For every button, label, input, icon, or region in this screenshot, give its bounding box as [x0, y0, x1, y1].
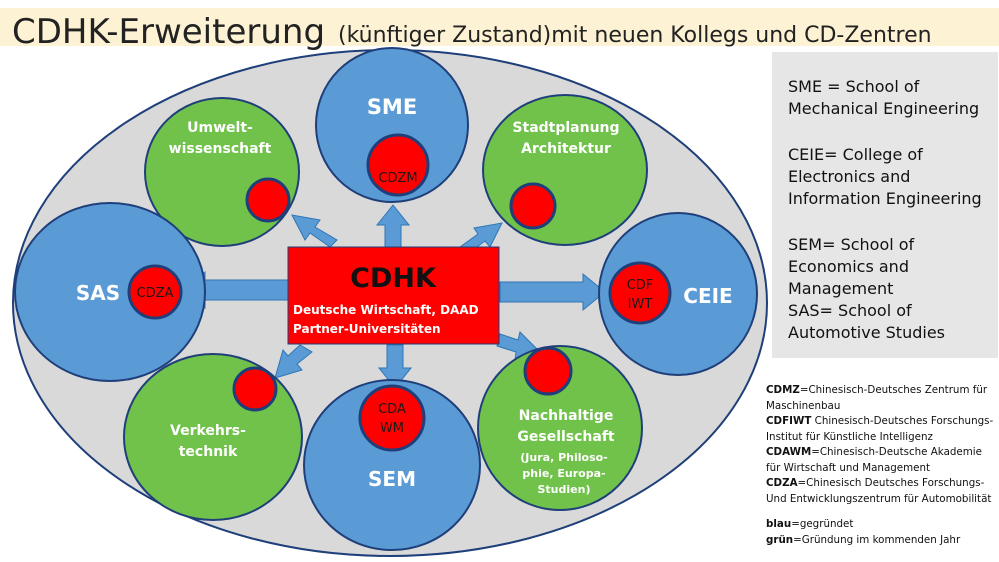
- node-sas: SAS CDZA: [14, 202, 206, 382]
- note-cdmz: CDMZ=Chinesisch-Deutsches Zentrum für Ma…: [766, 384, 988, 412]
- legend-box: SME = School of Mechanical Engineering C…: [772, 52, 998, 358]
- node-nachhaltig-s3: Studien): [538, 483, 591, 496]
- note-cdza: CDZA=Chinesisch Deutsches Forschungs-Und…: [766, 477, 992, 505]
- node-verkehr: Verkehrs- technik: [123, 353, 303, 521]
- node-nachhaltig: Nachhaltige Gesellschaft (Jura, Philoso-…: [477, 345, 643, 511]
- arrow-upleft-umwelt: [291, 214, 338, 248]
- center-cdhk-line1: Deutsche Wirtschaft, DAAD: [293, 303, 479, 317]
- center-nachhaltig-future: [523, 346, 573, 396]
- node-umwelt-l1: Umwelt-: [187, 120, 253, 136]
- legend-sem: SEM= School of Economics and Management: [788, 235, 915, 298]
- center-cdzm-label: CDZM: [378, 171, 417, 186]
- node-verkehr-l1: Verkehrs-: [170, 423, 246, 439]
- center-cdza-label: CDZA: [137, 286, 174, 301]
- node-sem: CDA WM SEM: [303, 379, 481, 551]
- node-ceie: CEIE CDF IWT: [598, 212, 758, 376]
- center-cdzm: [366, 133, 430, 197]
- legend-ceie: CEIE= College of Electronics and Informa…: [788, 145, 982, 208]
- arrow-downleft-verkehr: [274, 344, 313, 379]
- title-subtitle: (künftiger Zustand)mit neuen Kollegs und…: [338, 23, 932, 48]
- center-cdfiwt-l2: IWT: [628, 297, 653, 312]
- center-cdawm: [358, 384, 426, 452]
- node-sme: SME CDZM: [315, 47, 469, 203]
- legend-sas: SAS= School of Automotive Studies: [788, 301, 945, 342]
- title-bar: CDHK-Erweiterung (künftiger Zustand)mit …: [0, 8, 999, 51]
- node-nachhaltig-s2: phie, Europa-: [522, 467, 605, 480]
- center-stadt-future: [509, 182, 557, 230]
- center-cdhk: CDHK Deutsche Wirtschaft, DAAD Partner-U…: [287, 246, 500, 345]
- node-verkehr-l2: technik: [179, 444, 238, 460]
- node-sem-label: SEM: [368, 467, 416, 491]
- arrow-down-sem: [377, 344, 413, 389]
- node-umwelt: Umwelt- wissenschaft: [144, 97, 300, 247]
- node-umwelt-l2: wissenschaft: [169, 141, 272, 157]
- node-stadt-l1: Stadtplanung: [512, 120, 619, 136]
- note-gruen: grün=Gründung im kommenden Jahr: [766, 533, 961, 546]
- node-ceie-label: CEIE: [683, 284, 732, 308]
- center-cdhk-title: CDHK: [350, 263, 437, 294]
- title-main: CDHK-Erweiterung: [12, 12, 326, 52]
- arrow-right-ceie: [499, 272, 606, 312]
- note-cdfiwt: CDFIWT Chinesisch-Deutsches Forschungs-I…: [766, 415, 994, 443]
- node-stadt-l2: Architektur: [521, 141, 611, 157]
- center-cdfiwt-l1: CDF: [627, 278, 654, 293]
- arrows: [182, 204, 606, 389]
- center-verkehr-future: [232, 366, 278, 412]
- abbreviation-notes: CDMZ=Chinesisch-Deutsches Zentrum für Ma…: [766, 383, 998, 548]
- cdhk-diagram: SME CDZM Umwelt- wissenschaft Stadtplanu…: [12, 47, 768, 557]
- node-stadt: Stadtplanung Architektur: [482, 94, 648, 246]
- node-sme-label: SME: [367, 95, 417, 119]
- center-cdawm-l2: WM: [380, 421, 404, 436]
- center-cdza: [127, 264, 183, 320]
- legend-sme: SME = School of Mechanical Engineering: [788, 77, 980, 118]
- center-cdawm-l1: CDA: [378, 402, 406, 417]
- arrow-up-sme: [375, 204, 411, 248]
- node-sas-label: SAS: [76, 281, 120, 305]
- center-cdfiwt: [608, 261, 672, 325]
- center-umwelt-future: [245, 177, 291, 223]
- center-cdhk-line2: Partner-Universitäten: [293, 322, 441, 336]
- note-cdawm: CDAWM=Chinesisch-Deutsche Akademie für W…: [766, 446, 982, 474]
- node-nachhaltig-s1: (Jura, Philoso-: [520, 451, 607, 464]
- node-nachhaltig-l1: Nachhaltige: [519, 408, 614, 424]
- node-nachhaltig-l2: Gesellschaft: [517, 429, 615, 445]
- note-blau: blau=gegründet: [766, 518, 854, 530]
